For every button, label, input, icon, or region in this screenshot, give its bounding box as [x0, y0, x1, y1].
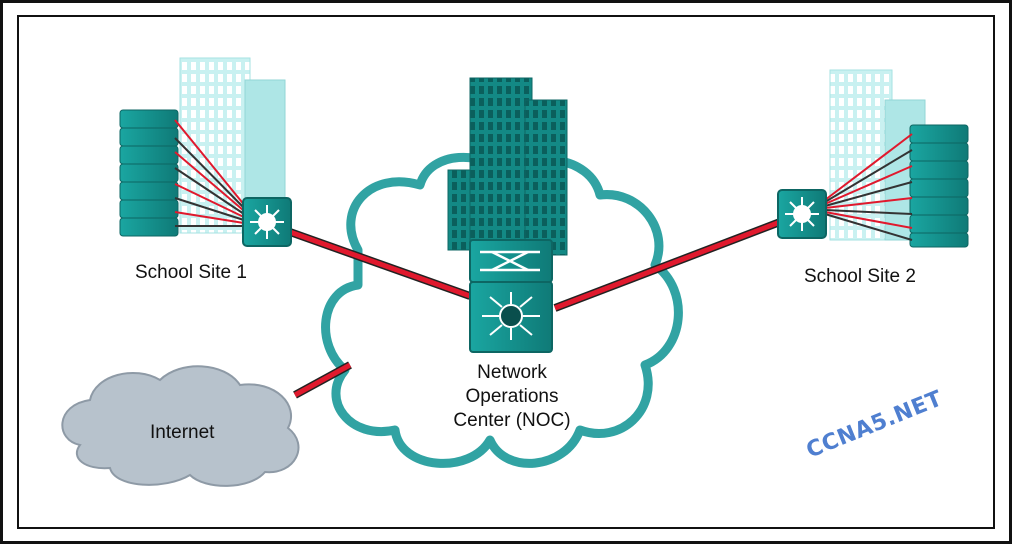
- site1-label: School Site 1: [135, 262, 247, 283]
- noc-label-line-2: Operations: [466, 386, 559, 407]
- internet-cloud: [61, 365, 300, 487]
- noc-label-line-3: Center (NOC): [453, 410, 570, 431]
- site1-access-links: [174, 119, 251, 227]
- site2-label: School Site 2: [804, 266, 916, 287]
- school-site-2: School Site 2: [777, 69, 969, 287]
- noc-switch-icon: [469, 239, 553, 283]
- site2-access-links: [824, 133, 913, 241]
- noc-core-switch-icon: [469, 281, 553, 353]
- noc-label-line-1: Network: [477, 362, 547, 383]
- site2-switch-stack-icon: [909, 124, 969, 248]
- site2-multilayer-switch-icon: [777, 189, 827, 239]
- internet-label: Internet: [150, 422, 215, 443]
- noc: Network Operations Center (NOC): [447, 77, 571, 431]
- inner-border: [17, 15, 995, 529]
- school-site-1: School Site 1: [119, 57, 292, 283]
- noc-building-icon: [447, 77, 568, 256]
- site1-switch-stack-icon: [119, 109, 179, 237]
- links: [288, 218, 782, 399]
- site1-multilayer-switch-icon: [242, 197, 292, 247]
